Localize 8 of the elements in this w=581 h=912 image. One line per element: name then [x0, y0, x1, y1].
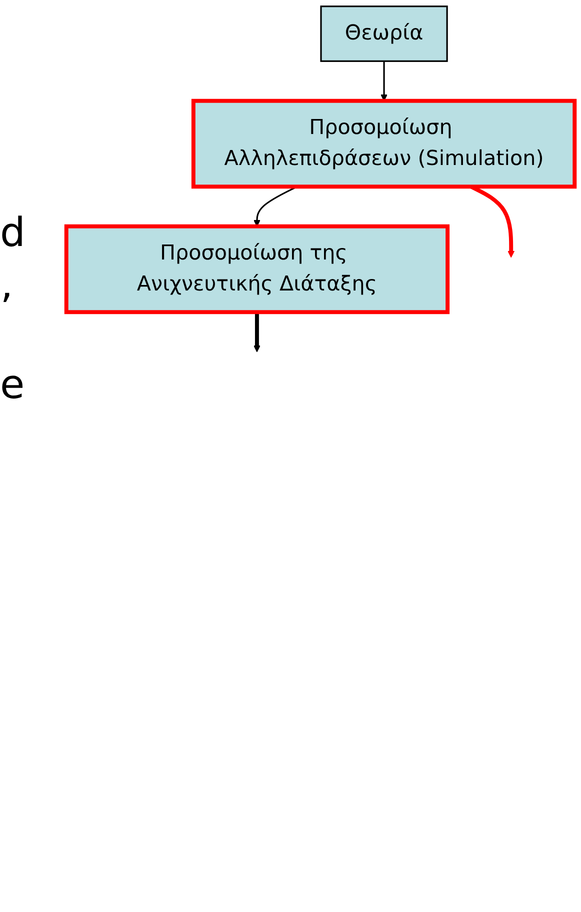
arrow: [380, 61, 388, 102]
text-fragment: e: [0, 362, 26, 408]
node-box: Προσομοίωση Αλληλεπιδράσεων (Simulation): [191, 98, 577, 189]
text-fragment: ’: [0, 286, 14, 332]
node-box: Προσομοίωση της Ανιχνευτικής Διάταξης: [64, 224, 450, 314]
text-fragment: d: [0, 210, 26, 256]
node-box: Θεωρία: [320, 6, 448, 62]
arrow: [253, 312, 260, 352]
